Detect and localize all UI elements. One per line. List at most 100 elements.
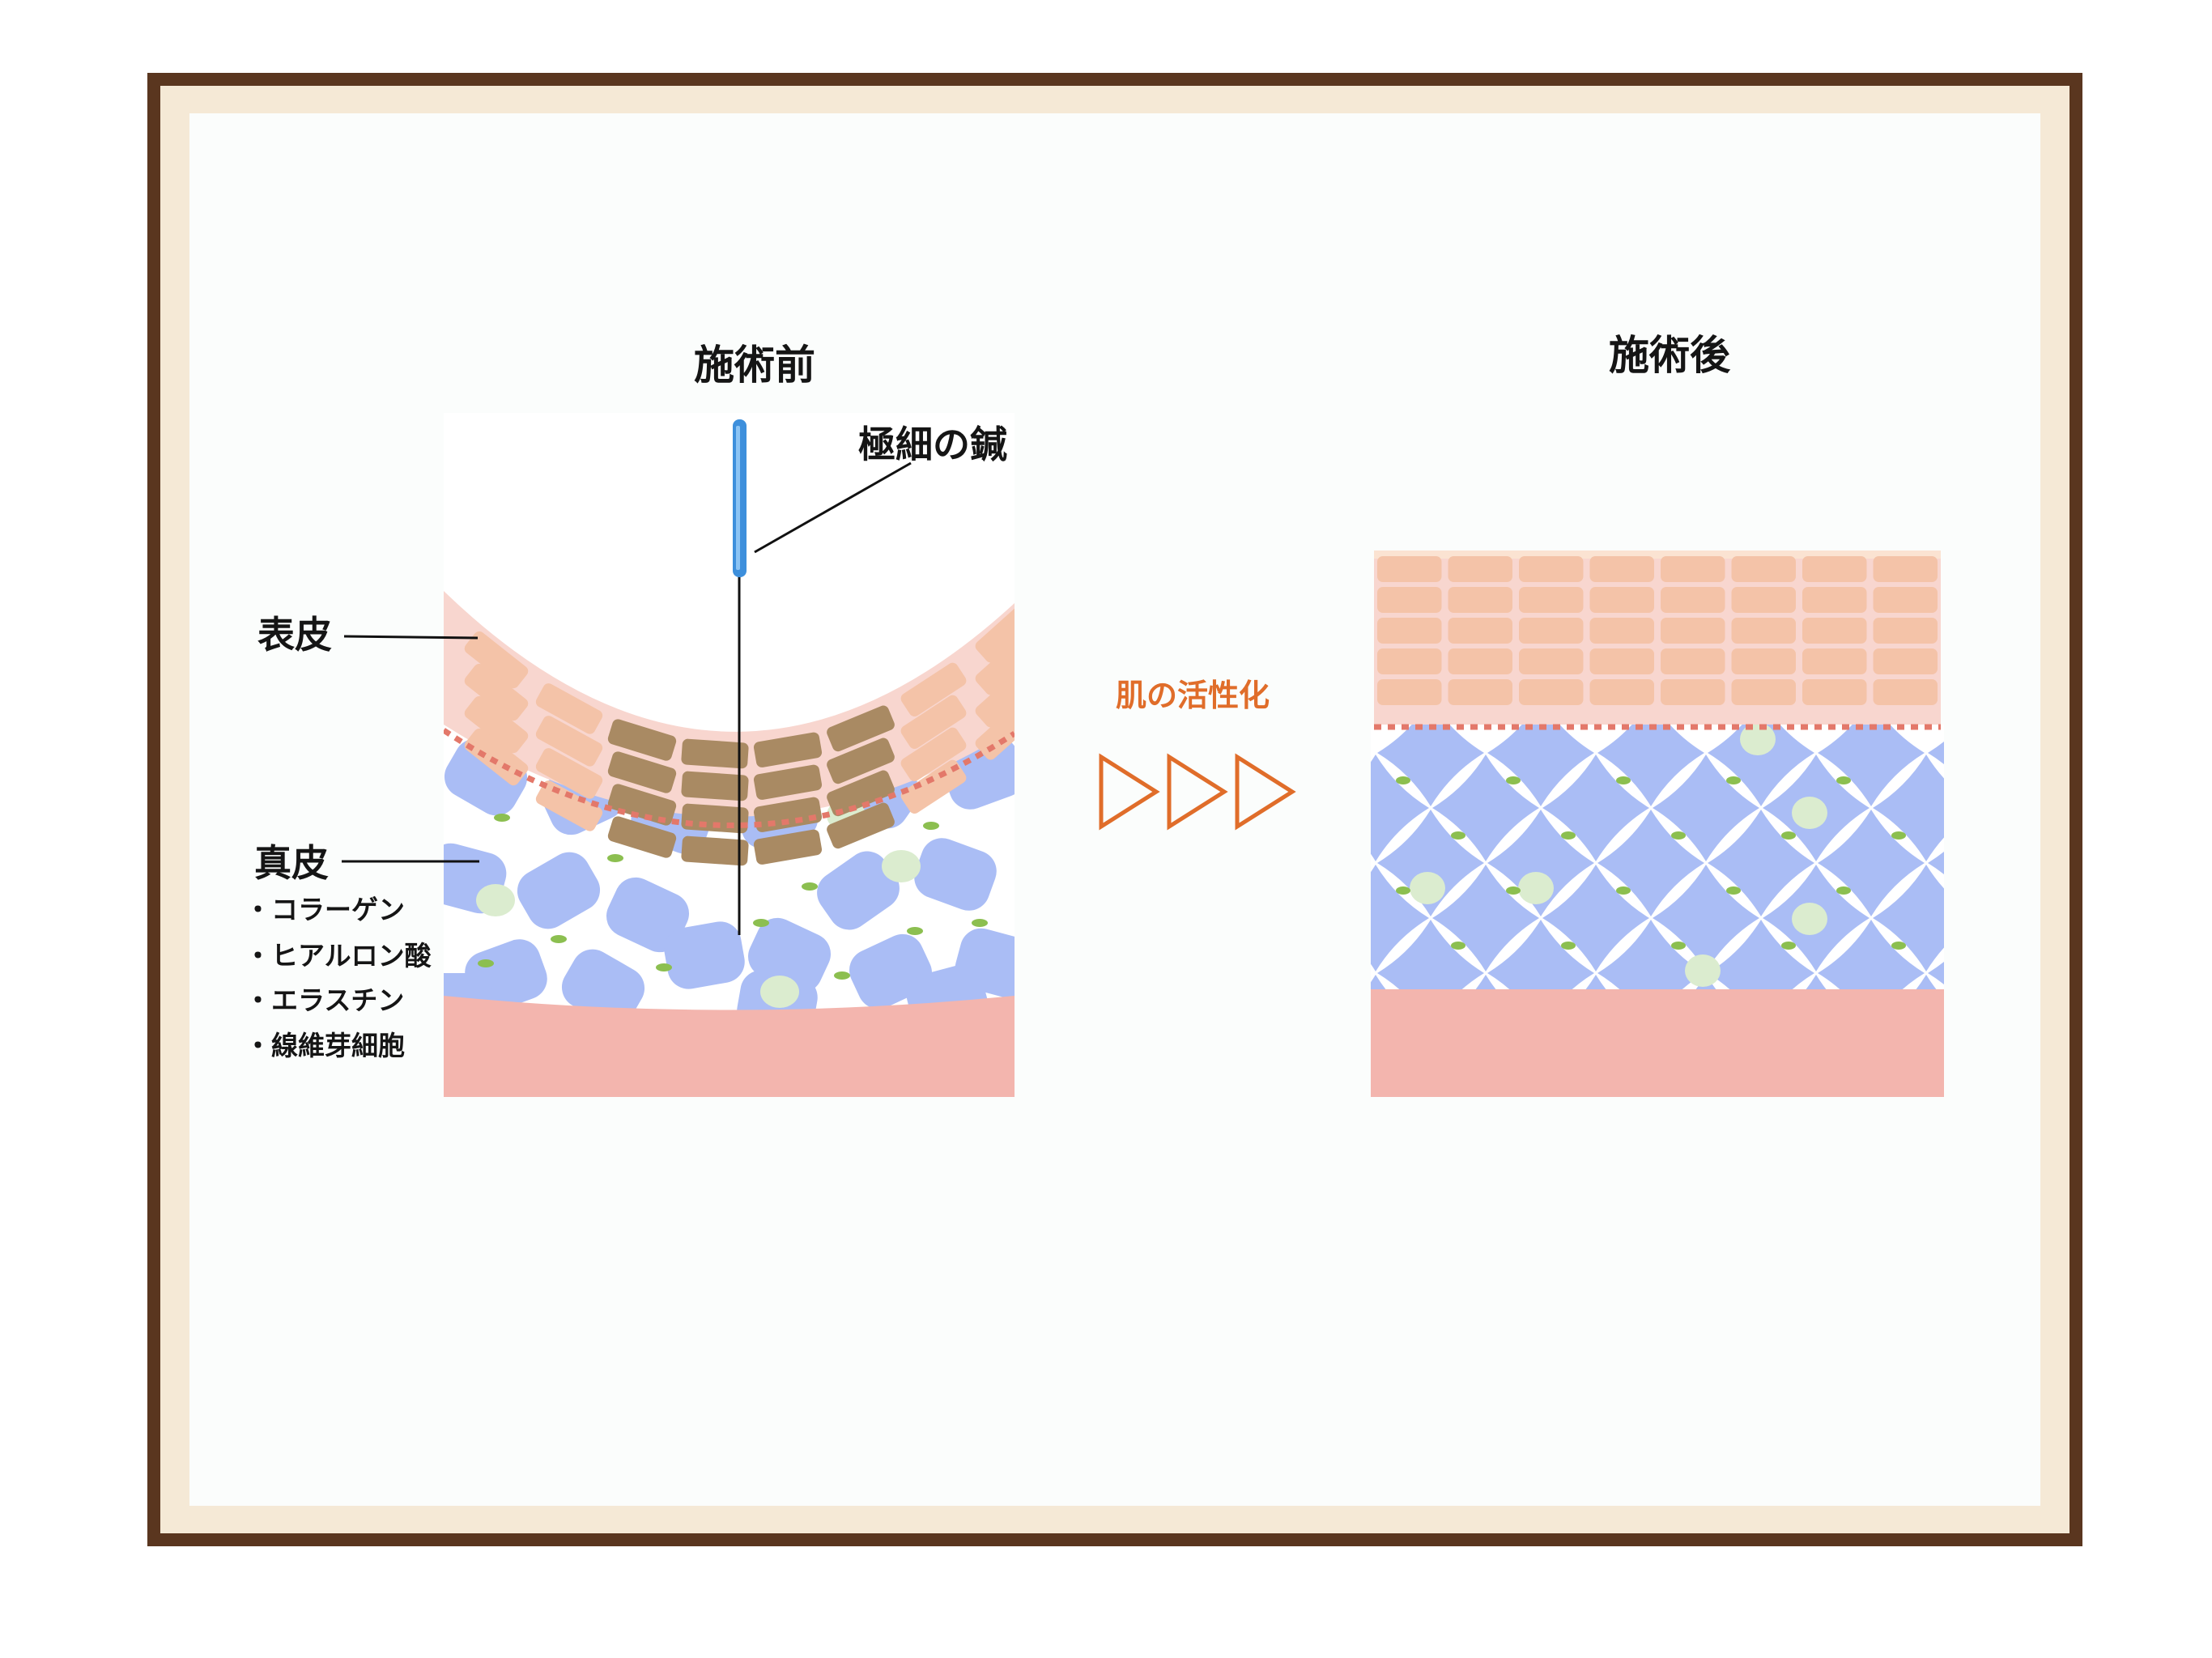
dermis-label: 真皮: [254, 841, 329, 885]
epidermis-cell: [1661, 679, 1725, 705]
after-epidermis-cells: [1377, 556, 1938, 705]
dermis-cell: [914, 838, 997, 911]
epidermis-cell: [1731, 679, 1796, 705]
chevron-right-icon: [1099, 753, 1296, 831]
dermis-cell: [1653, 865, 1759, 971]
fiber: [2112, 942, 2126, 950]
epidermis-cell: [1448, 618, 1512, 644]
epidermis-cell: [1802, 618, 1867, 644]
fiber: [1946, 776, 1961, 784]
fiber: [1561, 831, 1576, 840]
after-stratum-corneum: [1374, 551, 1941, 559]
fiber: [2057, 997, 2071, 1005]
epidermis-cell: [1661, 587, 1725, 613]
cell-nucleus: [1792, 797, 1827, 829]
component-fibroblast: ・線維芽細胞: [245, 1030, 405, 1061]
dermis-cell: [1542, 755, 1649, 861]
fiber: [2057, 886, 2071, 895]
epidermis-cell: [1731, 556, 1796, 582]
fiber: [656, 963, 672, 971]
activation-label: 肌の活性化: [1116, 677, 1270, 713]
fiber: [923, 822, 939, 830]
dermis-cell: [1487, 699, 1594, 806]
epidermis-cell: [1589, 648, 1654, 674]
fiber: [1891, 831, 1906, 840]
dermis-cell: [1377, 920, 1484, 1027]
epidermis-cell: [1519, 648, 1584, 674]
dermis-cell: [1653, 755, 1759, 861]
fiber: [753, 919, 769, 927]
epidermis-cell: [464, 728, 529, 786]
fiber: [1616, 776, 1631, 784]
epidermis-cell: [900, 759, 967, 814]
dermis-cell: [1432, 755, 1539, 861]
dermis-cell: [1873, 865, 1944, 971]
epidermis-cell: [1589, 618, 1654, 644]
fiber: [1671, 831, 1686, 840]
dermis-cell: [1708, 810, 1814, 916]
fiber: [802, 882, 818, 891]
dermis-cell: [606, 877, 690, 953]
component-hyaluronic-acid: ・ヒアルロン酸: [245, 940, 432, 971]
component-collagen: ・コラーゲン: [245, 894, 405, 925]
dermis-cell: [817, 851, 900, 930]
epidermis-cell: [1377, 679, 1442, 705]
needle-icon: [733, 419, 747, 935]
epidermis-label: 表皮: [257, 613, 332, 657]
fiber: [2057, 776, 2071, 784]
fiber: [1396, 886, 1410, 895]
fiber: [2001, 831, 2016, 840]
dermis-cell: [1818, 810, 1925, 916]
epidermis-cell: [464, 695, 529, 754]
before-epidermis-cells: [464, 603, 1015, 866]
damaged-epidermis-cell: [753, 829, 823, 865]
epidermis-cell: [1377, 556, 1442, 582]
dermis-cell: [1928, 961, 1944, 985]
dermis-cell: [517, 852, 601, 929]
epidermis-cell: [1731, 587, 1796, 613]
epidermis-cell: [1448, 587, 1512, 613]
fiber: [1781, 831, 1796, 840]
epidermis-cell: [1802, 556, 1867, 582]
dermis-cell: [1377, 810, 1484, 916]
dermis-cell: [1432, 865, 1539, 971]
fiber: [1451, 831, 1465, 840]
damaged-epidermis-cell: [753, 732, 823, 767]
damaged-epidermis-cell: [681, 738, 749, 769]
fiber: [834, 971, 850, 980]
dermis-cell: [1597, 699, 1704, 806]
dermis-cell: [1597, 920, 1704, 1027]
damaged-epidermis-cell: [827, 738, 895, 784]
dermis-cell: [1542, 865, 1649, 971]
damaged-epidermis-cell: [607, 784, 677, 826]
fiber: [551, 935, 567, 943]
epidermis-cell: [1873, 587, 1938, 613]
epidermis-cell: [464, 663, 529, 721]
fiber: [1891, 942, 1906, 950]
epidermis-cell: [1731, 618, 1796, 644]
epidermis-cell: [1873, 618, 1938, 644]
epidermis-cell: [1589, 587, 1654, 613]
fiber: [1726, 886, 1741, 895]
fiber: [478, 959, 494, 967]
needle-label: 極細の鍼: [858, 423, 1007, 466]
dermis-cell: [1928, 851, 1944, 875]
epidermis-cell: [1589, 679, 1654, 705]
damaged-epidermis-cell: [753, 764, 823, 800]
dermis-cell: [1818, 699, 1925, 806]
fiber: [1506, 886, 1521, 895]
component-elastin: ・エラスチン: [245, 984, 404, 1016]
dermis-cell: [1873, 755, 1944, 861]
epidermis-cell: [975, 603, 1015, 663]
epidermis-cell: [1448, 679, 1512, 705]
cell-nucleus: [1740, 723, 1776, 755]
epidermis-cell: [975, 668, 1015, 728]
dermis-cell: [1371, 755, 1429, 861]
epidermis-cell: [1377, 587, 1442, 613]
epidermis-cell: [535, 683, 603, 734]
epidermis-cell: [1661, 618, 1725, 644]
dermis-cell: [664, 921, 745, 989]
dermis-cell: [1371, 865, 1429, 971]
epidermis-cell: [1519, 587, 1584, 613]
